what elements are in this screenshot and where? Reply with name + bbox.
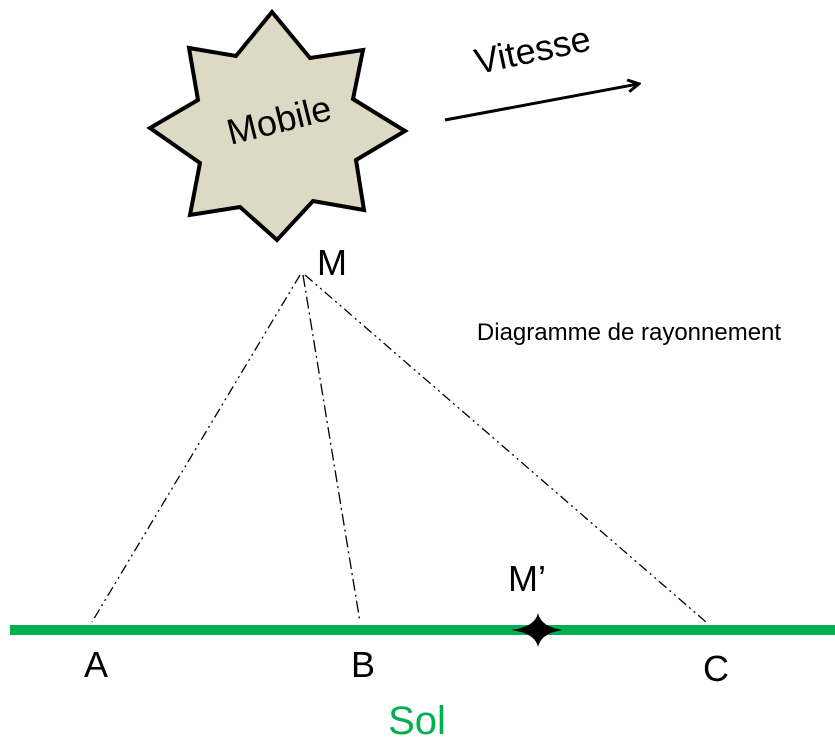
radiation-pattern-label: Diagramme de rayonnement <box>477 319 781 346</box>
point-b-label: B <box>351 644 375 685</box>
point-m-label: M <box>317 242 347 283</box>
mobile-star-shape <box>146 8 409 243</box>
point-a-label: A <box>84 644 108 685</box>
ray-m-to-b <box>302 274 361 623</box>
ray-m-to-c <box>304 274 707 623</box>
velocity-arrow <box>444 84 638 122</box>
ground-label: Sol <box>388 699 446 742</box>
point-c-label: C <box>703 648 729 689</box>
velocity-label: Vitesse <box>471 18 594 83</box>
point-m-prime-label: M’ <box>508 558 546 599</box>
ray-m-to-a <box>91 274 301 623</box>
m-prime-marker <box>511 613 563 647</box>
